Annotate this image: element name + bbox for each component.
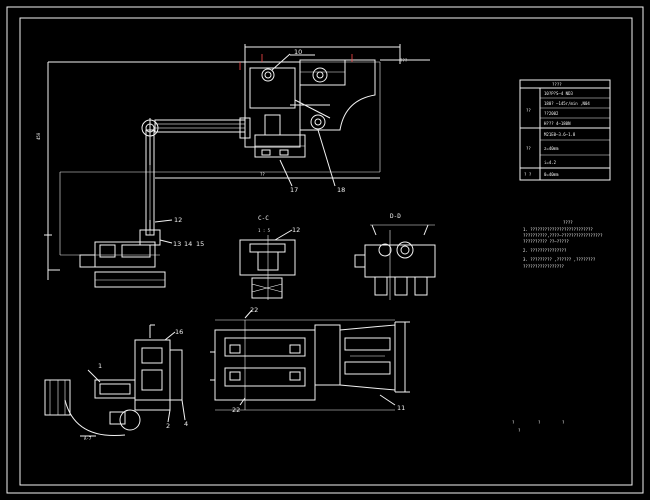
section-d-d-view: D-D [354, 213, 436, 300]
bottom-center-plan-view: 22 22 11 [210, 306, 410, 414]
notes-line-1: ??????????,????—????????????????? [523, 233, 603, 238]
section-c-c-label: C-C [258, 215, 269, 222]
dim-height: 450 [36, 132, 41, 140]
notes-line-5: ????????????????? [523, 264, 565, 269]
part-22-bottom: 22 [232, 406, 240, 414]
part-13: 13 [173, 240, 181, 248]
part-4: 4 [184, 420, 188, 428]
spec-table: ???? ?? ?? ? ? 10?P?S—4 ND3 180? —145r/m… [519, 79, 611, 181]
view-a7-label: A-7 [84, 436, 92, 441]
main-elevation-view: 450 ??? [36, 44, 430, 288]
part-12: 12 [174, 216, 182, 224]
spec-row-3: H??? 4—180N [544, 121, 571, 126]
spec-group-1: ?? [526, 108, 531, 113]
spec-group-2: ?? [526, 146, 531, 151]
spec-table-title: ???? [552, 82, 562, 87]
spec-row-7: 0=40mm [544, 172, 559, 177]
part-18: 18 [337, 186, 345, 194]
stray-mark-1: ? [512, 420, 515, 425]
notes-line-0: 1. ?????????????????????????? [523, 227, 593, 232]
spec-row-1: 180? —145r/min ,N04 [544, 101, 590, 106]
part-22-top: 22 [250, 306, 258, 314]
spec-row-6: i=4.2 [544, 160, 557, 165]
spec-row-4: M21E0—3.6—1.8 [544, 132, 576, 137]
technical-notes: ???? 1. ?????????????????????????? ?????… [523, 220, 603, 269]
part-11: 11 [397, 404, 405, 412]
stray-mark-2: ? [538, 420, 541, 425]
notes-line-3: 2. ??????????????? [523, 248, 567, 253]
part-15: 15 [196, 240, 204, 248]
notes-line-4: 3. ????????? ,?????? ,???????? [523, 257, 596, 262]
part-1: 1 [98, 362, 102, 370]
dim-arm: ?? [260, 172, 265, 177]
notes-line-2: ?????????? ??—????? [523, 239, 569, 244]
stray-mark-4: ? [518, 428, 521, 433]
bottom-left-detail-view: 1 2 4 16 A-7 [44, 324, 188, 441]
part-12-c: 12 [292, 226, 300, 234]
spec-group-3: ? ? [524, 172, 532, 177]
part-10: 10 [294, 48, 302, 56]
part-14: 14 [184, 240, 192, 248]
section-d-d-label: D-D [390, 213, 401, 220]
part-16: 16 [175, 328, 183, 336]
notes-title: ???? [563, 220, 573, 225]
spec-row-2: ??2002 [544, 111, 559, 116]
spec-row-5: z=40mm [544, 146, 559, 151]
part-2: 2 [166, 422, 170, 430]
section-scale: 1 : 5 [258, 228, 271, 233]
inner-border [19, 17, 633, 486]
part-17: 17 [290, 186, 298, 194]
section-c-c-view: C-C 1 : 5 12 [239, 215, 300, 300]
outer-border [6, 6, 644, 494]
stray-mark-3: ? [562, 420, 565, 425]
spec-row-0: 10?P?S—4 ND3 [544, 91, 573, 96]
